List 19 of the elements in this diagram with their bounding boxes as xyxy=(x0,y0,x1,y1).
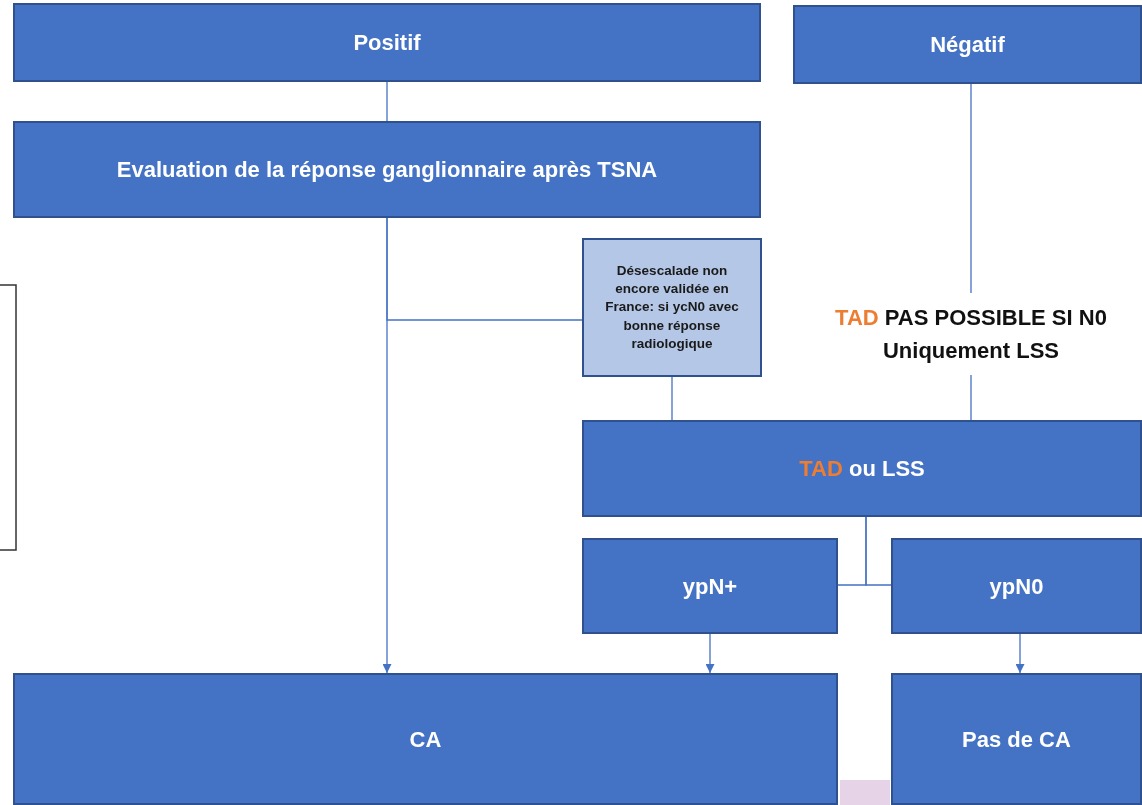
note-text: TAD PAS POSSIBLE SI N0 xyxy=(835,304,1107,332)
note-text: Uniquement LSS xyxy=(883,337,1059,365)
note-box: Désescalade non encore validée en France: si ycN0 avec bonne réponse radiologique xyxy=(582,238,762,377)
connector-line xyxy=(386,81,388,122)
process-box: Positif xyxy=(13,3,761,82)
process-box: Pas de CA xyxy=(891,673,1142,805)
connector-line xyxy=(386,217,583,321)
connector-line xyxy=(970,83,972,294)
connector-line xyxy=(671,376,673,421)
arrow xyxy=(1015,633,1025,674)
process-box: TAD ou LSS xyxy=(582,420,1142,517)
process-box: Négatif xyxy=(793,5,1142,84)
connector-line xyxy=(865,516,892,586)
process-box: Evaluation de la réponse ganglionnaire après TSNA xyxy=(13,121,761,218)
connector-line xyxy=(970,374,972,421)
process-box: ypN+ xyxy=(582,538,838,634)
process-box: ypN0 xyxy=(891,538,1142,634)
arrow xyxy=(705,633,715,674)
process-box: CA xyxy=(13,673,838,805)
